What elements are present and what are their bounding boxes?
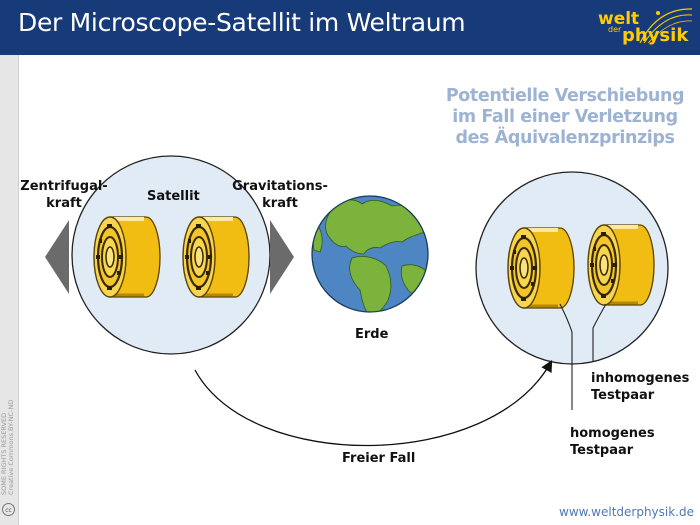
homogeneous-test-mass — [506, 226, 576, 310]
free-fall-arrow — [194, 359, 553, 447]
welt-der-physik-logo[interactable]: welt der physik — [588, 3, 696, 53]
homogeneous-pair-label: homogenes Testpaar — [570, 426, 655, 458]
test-mass-cylinder — [181, 215, 251, 299]
header-bar: Der Microscope-Satellit im Weltraum welt… — [0, 0, 700, 55]
inhomogeneous-test-mass — [586, 223, 656, 307]
centrifugal-force-label: Zentrifugal- kraft — [20, 179, 108, 211]
creative-commons-icon[interactable]: cc — [2, 503, 15, 516]
page-title: Der Microscope-Satellit im Weltraum — [18, 8, 466, 37]
earth-label: Erde — [355, 327, 389, 342]
satellite-label: Satellit — [147, 189, 200, 204]
test-mass-cylinder — [92, 215, 162, 299]
free-fall-label: Freier Fall — [342, 451, 416, 466]
centrifugal-force-arrow-icon — [45, 220, 69, 294]
earth-globe-icon — [311, 195, 429, 313]
gravitational-force-arrow-icon — [270, 220, 294, 294]
gravitational-force-label: Gravitations- kraft — [232, 179, 328, 211]
footer-url-link[interactable]: www.weltderphysik.de — [559, 505, 694, 519]
logo-swirl-icon — [639, 8, 693, 44]
license-sidebar — [0, 55, 19, 525]
displacement-heading: Potentielle Verschiebung im Fall einer V… — [445, 86, 685, 148]
logo-text-der: der — [608, 25, 622, 34]
logo-text-physik: physik — [622, 25, 689, 46]
logo-text-welt: welt — [598, 9, 640, 29]
leader-line-inhomogeneous — [592, 303, 607, 362]
inhomogeneous-pair-label: inhomogenes Testpaar — [591, 371, 690, 403]
leader-line-homogeneous — [559, 303, 573, 410]
